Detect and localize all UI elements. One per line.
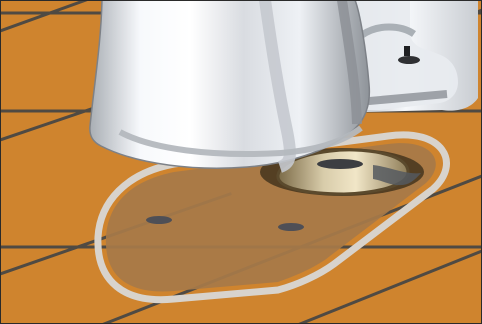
- bolt-hole-left: [146, 216, 172, 224]
- bolt-cap-stem: [404, 46, 410, 56]
- bolt-hole-right: [278, 223, 304, 231]
- flange-drain-hole: [317, 159, 363, 169]
- bolt-cap-top: [398, 56, 420, 64]
